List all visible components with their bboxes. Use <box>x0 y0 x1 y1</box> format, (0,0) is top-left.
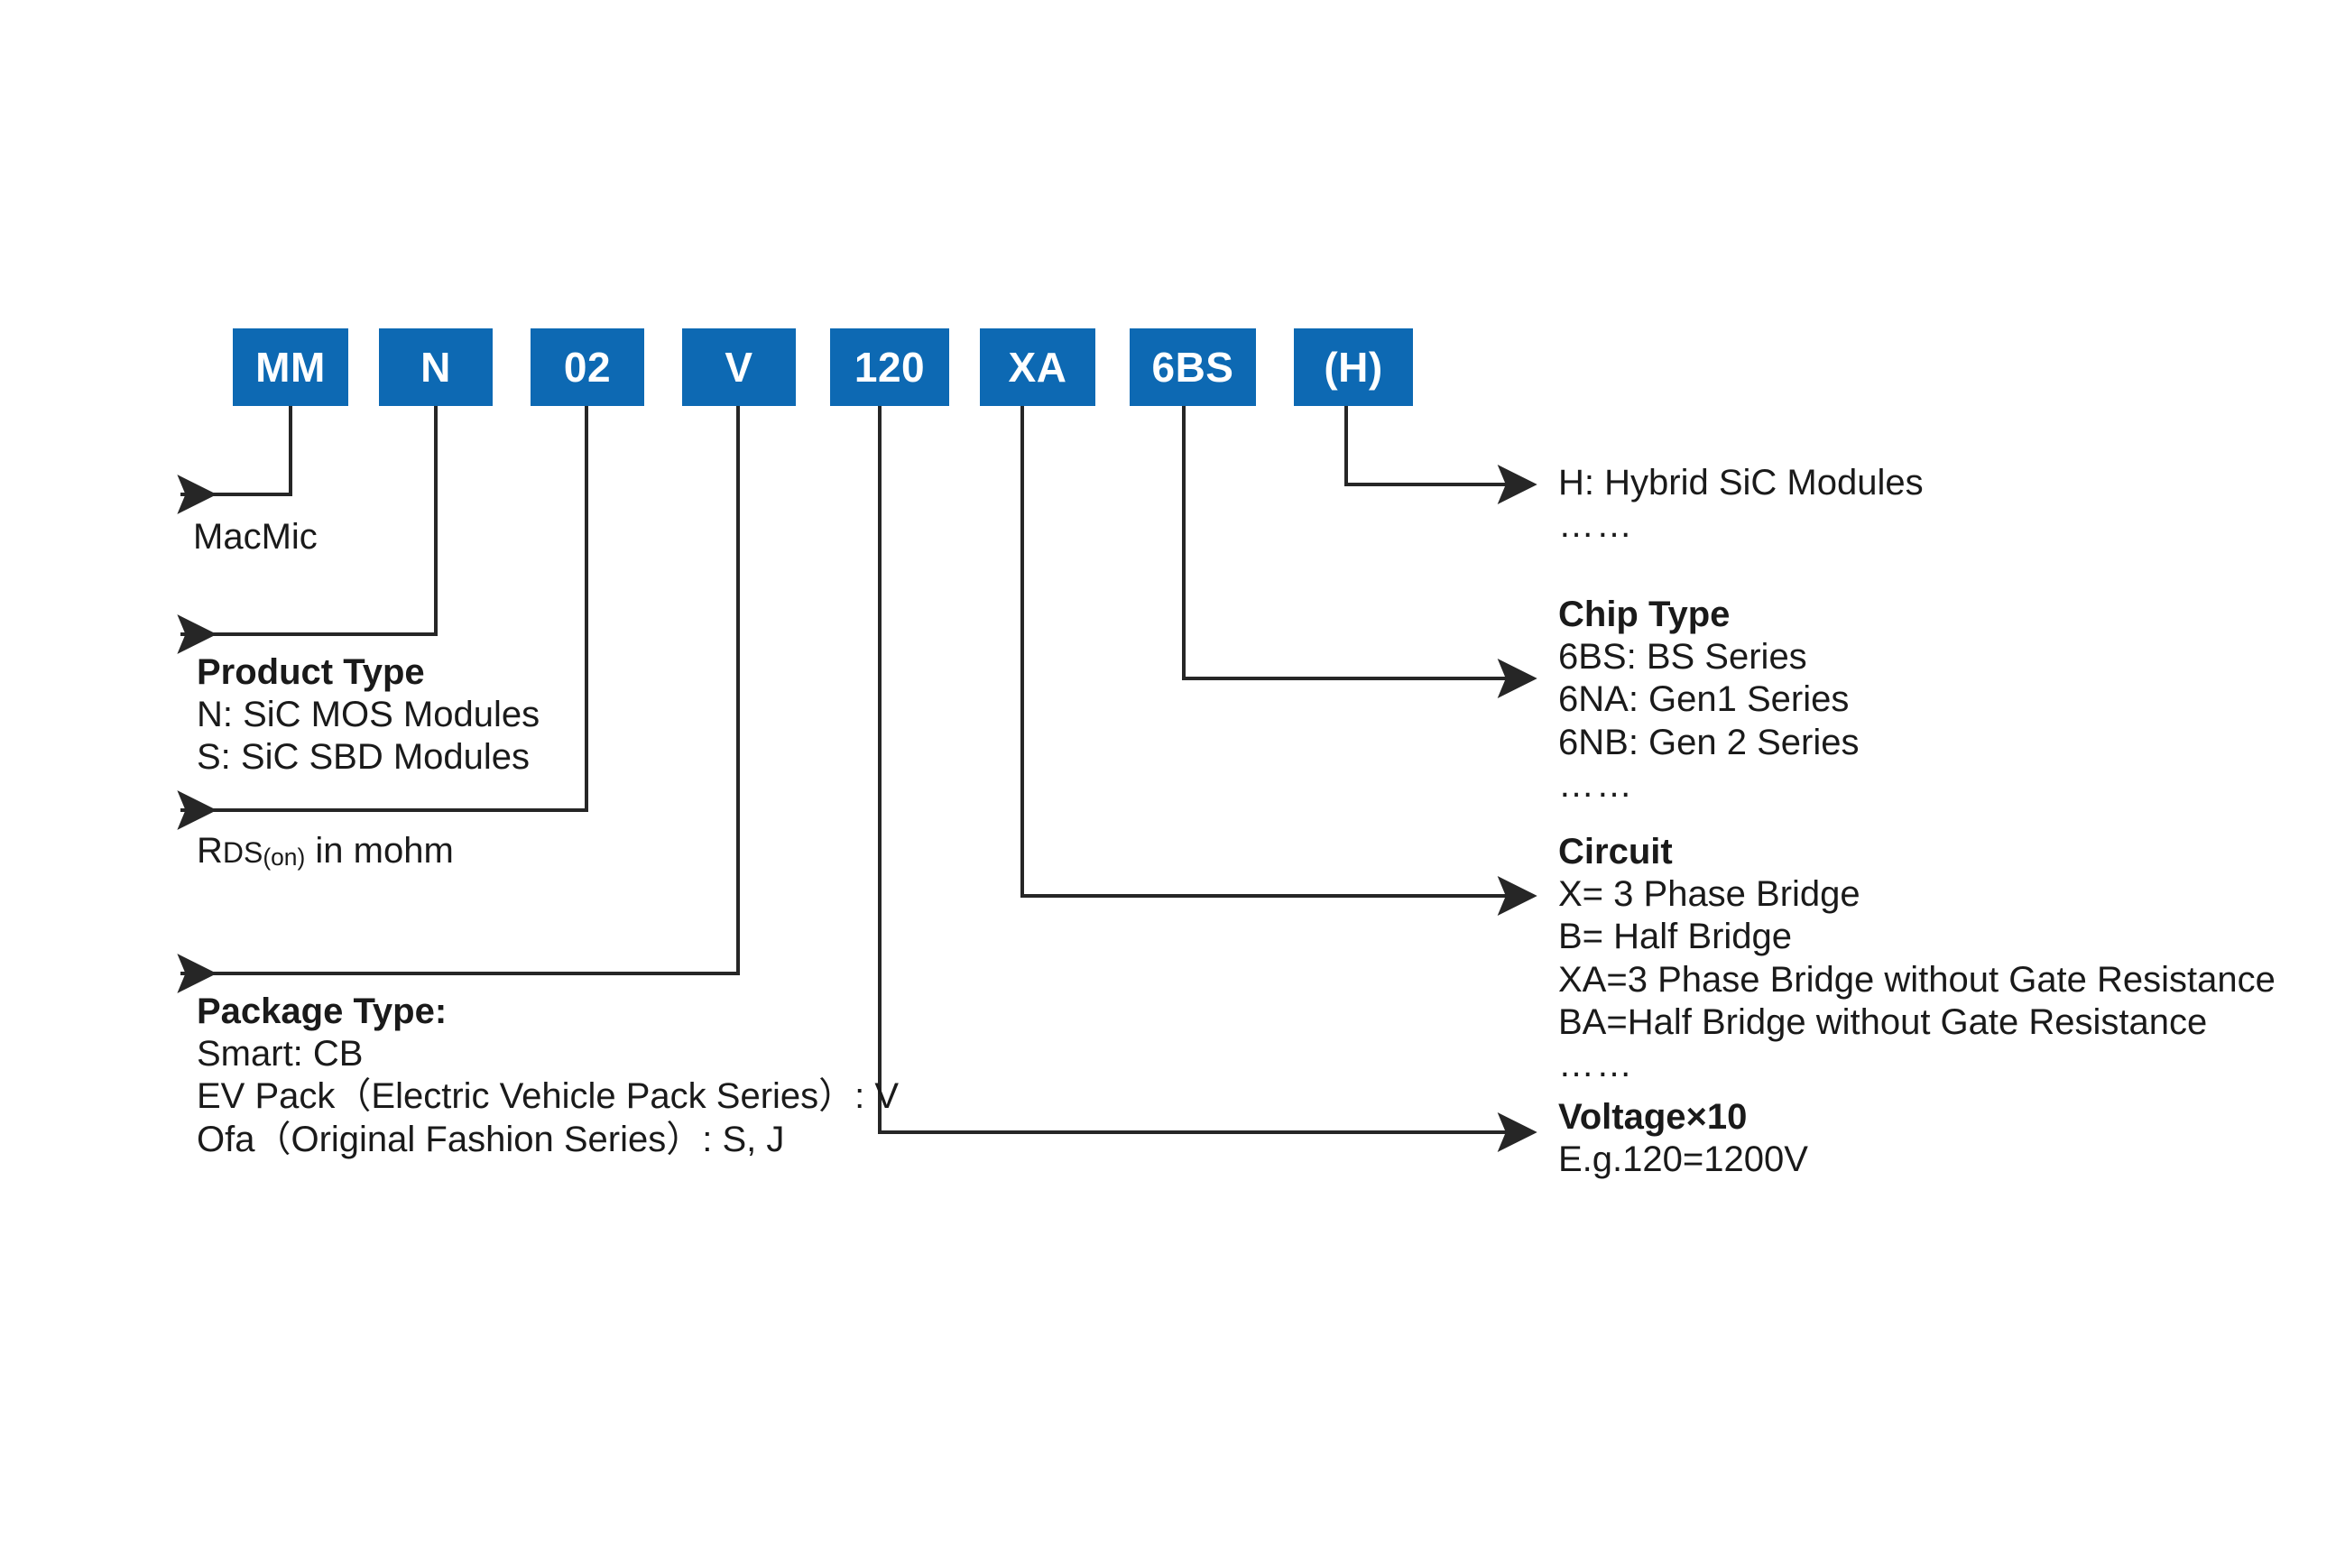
note-voltage: Voltage×10 E.g.120=1200V <box>1558 1096 1808 1181</box>
segment-label: MM <box>255 344 326 391</box>
segment-box-120[interactable]: 120 <box>830 328 949 406</box>
segment-label: V <box>725 344 753 391</box>
note-hybrid: H: Hybrid SiC Modules …… <box>1558 462 1924 547</box>
product-type-line-2: S: SiC SBD Modules <box>197 737 531 778</box>
segment-label: N <box>420 344 451 391</box>
leader-xa <box>1020 406 1537 916</box>
rdson-suffix: in mohm <box>305 831 454 871</box>
leader-6bs <box>1182 406 1537 698</box>
circuit-line-3: XA=3 Phase Bridge without Gate Resistanc… <box>1558 959 2276 1000</box>
hybrid-line-1: H: Hybrid SiC Modules <box>1558 463 1924 503</box>
chip-type-line-2: 6NA: Gen1 Series <box>1558 679 1850 720</box>
note-rdson: RDS(on) in mohm <box>197 830 454 872</box>
segment-box-xa[interactable]: XA <box>980 328 1095 406</box>
segment-label: 120 <box>854 344 926 391</box>
leader-h <box>1344 406 1537 504</box>
circuit-line-1: X= 3 Phase Bridge <box>1558 874 1860 915</box>
circuit-heading: Circuit <box>1558 832 1673 872</box>
rdson-label: RDS(on) in mohm <box>197 830 454 872</box>
package-type-line-2: EV Pack（Electric Vehicle Pack Series）: V <box>197 1076 900 1117</box>
product-type-heading: Product Type <box>197 652 425 692</box>
rdson-subscript: (on) <box>263 843 306 871</box>
segment-box-h[interactable]: (H) <box>1294 328 1413 406</box>
leader-mm <box>177 406 292 514</box>
voltage-line-1: E.g.120=1200V <box>1558 1139 1808 1180</box>
segment-box-v[interactable]: V <box>682 328 796 406</box>
chip-type-heading: Chip Type <box>1558 595 1731 634</box>
segment-label: 02 <box>563 344 612 391</box>
brand-label: MacMic <box>193 517 318 557</box>
note-brand: MacMic <box>193 516 318 558</box>
package-type-line-1: Smart: CB <box>197 1034 364 1075</box>
note-package-type: Package Type: Smart: CB EV Pack（Electric… <box>197 991 899 1161</box>
package-type-line-3: Ofa（Original Fashion Series）: S, J <box>197 1119 785 1159</box>
circuit-line-4: BA=Half Bridge without Gate Resistance <box>1558 1001 2208 1042</box>
segment-box-n[interactable]: N <box>379 328 493 406</box>
rdson-smallcaps: DS <box>222 836 263 869</box>
circuit-ellipsis: …… <box>1558 1044 1634 1084</box>
chip-type-ellipsis: …… <box>1558 764 1634 805</box>
segment-box-6bs[interactable]: 6BS <box>1130 328 1256 406</box>
segment-label: (H) <box>1324 344 1383 391</box>
note-circuit: Circuit X= 3 Phase Bridge B= Half Bridge… <box>1558 831 2276 1086</box>
rdson-prefix: R <box>197 831 223 871</box>
chip-type-line-3: 6NB: Gen 2 Series <box>1558 722 1860 762</box>
chip-type-line-1: 6BS: BS Series <box>1558 637 1807 678</box>
circuit-line-2: B= Half Bridge <box>1558 917 1793 957</box>
voltage-heading: Voltage×10 <box>1558 1097 1748 1137</box>
segment-label: XA <box>1008 344 1067 391</box>
segment-label: 6BS <box>1151 344 1234 391</box>
segment-box-02[interactable]: 02 <box>531 328 644 406</box>
leader-120 <box>878 406 1537 1152</box>
product-type-line-1: N: SiC MOS Modules <box>197 695 540 735</box>
package-type-heading: Package Type: <box>197 992 448 1031</box>
segment-box-mm[interactable]: MM <box>233 328 348 406</box>
note-chip-type: Chip Type 6BS: BS Series 6NA: Gen1 Serie… <box>1558 594 1860 807</box>
hybrid-ellipsis: …… <box>1558 505 1634 546</box>
note-product-type: Product Type N: SiC MOS Modules S: SiC S… <box>197 651 540 779</box>
